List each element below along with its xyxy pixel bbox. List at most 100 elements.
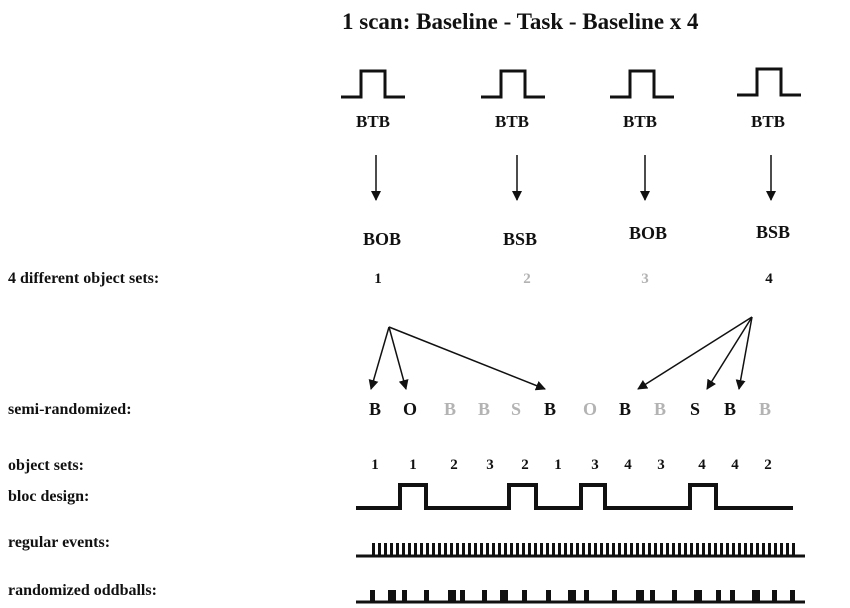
regular-event-tick <box>630 543 633 556</box>
oddball-mark <box>716 590 721 602</box>
regular-event-tick <box>564 543 567 556</box>
set4-arrow-c <box>735 316 753 390</box>
regular-event-tick <box>396 543 399 556</box>
regular-event-tick <box>780 543 783 556</box>
regular-event-tick <box>378 543 381 556</box>
oddball-mark <box>568 590 576 602</box>
sequence-set-number: 2 <box>764 457 772 473</box>
set4-arrow-a <box>637 316 753 390</box>
object-set-number-4: 4 <box>765 271 773 287</box>
set1-arrow-c <box>388 326 546 391</box>
oddball-mark <box>612 590 617 602</box>
sequence-set-number: 4 <box>624 457 632 473</box>
regular-event-tick <box>402 543 405 556</box>
regular-event-tick <box>594 543 597 556</box>
regular-event-tick <box>690 543 693 556</box>
randomized-oddballs-row-label: randomized oddballs: <box>8 582 157 599</box>
sequence-letter: B <box>543 399 557 419</box>
regular-event-tick <box>432 543 435 556</box>
regular-event-tick <box>618 543 621 556</box>
task-label-1: BOB <box>362 229 402 249</box>
regular-event-tick <box>750 543 753 556</box>
regular-event-tick <box>462 543 465 556</box>
oddball-mark <box>730 590 735 602</box>
object-set-number-2: 2 <box>523 271 531 287</box>
set1-arrow-a <box>368 326 390 390</box>
regular-event-tick <box>408 543 411 556</box>
bloc-design-row-label: bloc design: <box>8 488 90 505</box>
sequence-letter: B <box>443 399 457 419</box>
regular-event-tick <box>480 543 483 556</box>
oddball-mark <box>482 590 487 602</box>
regular-event-tick <box>438 543 441 556</box>
pulse-icon-2 <box>481 69 545 99</box>
sequence-letter: S <box>510 399 522 419</box>
object-sets-sequence-row-label: object sets: <box>8 457 84 474</box>
regular-event-tick <box>522 543 525 556</box>
bloc-design-waveform <box>356 483 793 510</box>
regular-event-tick <box>702 543 705 556</box>
regular-event-tick <box>372 543 375 556</box>
oddballs-marks <box>370 590 795 602</box>
regular-event-tick <box>492 543 495 556</box>
sequence-set-number: 2 <box>521 457 529 473</box>
regular-event-tick <box>612 543 615 556</box>
semi-randomized-row-label: semi-randomized: <box>8 401 132 418</box>
oddball-mark <box>460 590 465 602</box>
sequence-set-number: 4 <box>698 457 706 473</box>
btb-label-4: BTB <box>750 112 786 131</box>
regular-event-tick <box>684 543 687 556</box>
regular-event-tick <box>426 543 429 556</box>
regular-event-tick <box>624 543 627 556</box>
sequence-letter: B <box>723 399 737 419</box>
oddball-mark <box>424 590 429 602</box>
regular-event-tick <box>672 543 675 556</box>
set1-arrow-b <box>388 326 409 390</box>
oddball-mark <box>448 590 456 602</box>
regular-event-tick <box>486 543 489 556</box>
sequence-set-number: 1 <box>409 457 417 473</box>
regular-event-tick <box>762 543 765 556</box>
oddball-mark <box>752 590 760 602</box>
regular-event-tick <box>528 543 531 556</box>
sequence-letter: O <box>402 399 418 419</box>
regular-event-tick <box>588 543 591 556</box>
oddball-mark <box>672 590 677 602</box>
oddball-mark <box>370 590 375 602</box>
sequence-set-number: 1 <box>371 457 379 473</box>
oddball-mark <box>636 590 644 602</box>
task-label-2: BSB <box>502 229 538 249</box>
regular-event-tick <box>540 543 543 556</box>
regular-event-tick <box>708 543 711 556</box>
regular-event-tick <box>474 543 477 556</box>
regular-events-row-label: regular events: <box>8 534 111 551</box>
sequence-letter: B <box>618 399 632 419</box>
sequence-letter: B <box>477 399 491 419</box>
oddball-mark <box>522 590 527 602</box>
btb-label-2: BTB <box>494 112 530 131</box>
regular-event-tick <box>444 543 447 556</box>
oddball-mark <box>772 590 777 602</box>
regular-event-tick <box>720 543 723 556</box>
regular-event-tick <box>582 543 585 556</box>
pulse-icon-1 <box>341 69 405 99</box>
regular-event-tick <box>738 543 741 556</box>
regular-event-tick <box>678 543 681 556</box>
btb-label-3: BTB <box>622 112 658 131</box>
sequence-set-number: 1 <box>554 457 562 473</box>
regular-event-tick <box>636 543 639 556</box>
regular-event-tick <box>660 543 663 556</box>
diagram-title: 1 scan: Baseline - Task - Baseline x 4 <box>342 9 699 34</box>
regular-event-tick <box>744 543 747 556</box>
regular-events-ticks <box>372 543 795 556</box>
regular-event-tick <box>552 543 555 556</box>
regular-event-tick <box>732 543 735 556</box>
regular-event-tick <box>534 543 537 556</box>
regular-event-tick <box>498 543 501 556</box>
sequence-set-number: 4 <box>731 457 739 473</box>
oddball-mark <box>500 590 508 602</box>
sequence-letter: B <box>758 399 772 419</box>
oddball-mark <box>402 590 407 602</box>
oddball-mark <box>650 590 655 602</box>
